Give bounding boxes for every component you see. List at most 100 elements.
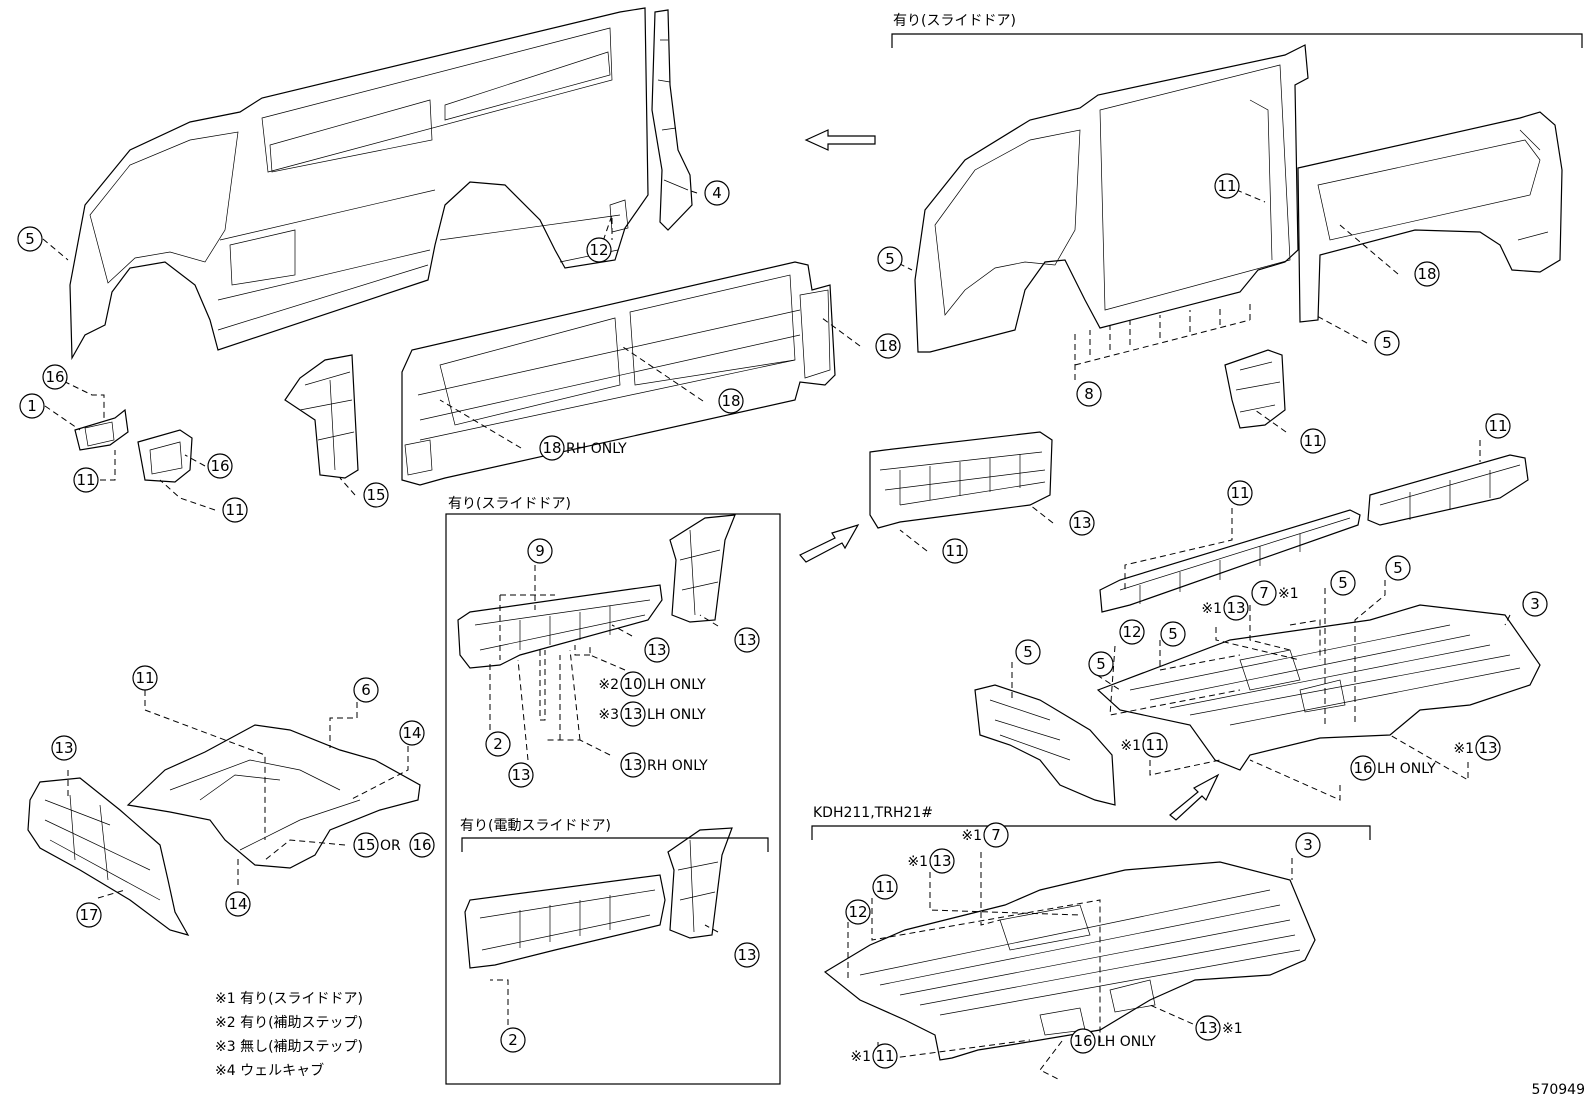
callout-11[interactable]: 11 bbox=[1227, 480, 1253, 506]
callout-circle bbox=[527, 538, 553, 564]
bracket-1[interactable] bbox=[74, 408, 129, 451]
callout-circle bbox=[1214, 173, 1240, 199]
footnote-1: ※1 有り(スライドドア) bbox=[215, 991, 363, 1007]
callout-13[interactable]: 13※1 bbox=[1453, 735, 1501, 761]
callout-5[interactable]: 5 bbox=[1374, 330, 1400, 356]
floor-pan-kdh[interactable] bbox=[823, 861, 1316, 1061]
pillar-13-box[interactable] bbox=[669, 514, 736, 623]
callout-16[interactable]: 16 bbox=[409, 832, 435, 858]
callout-12[interactable]: 12 bbox=[1119, 619, 1145, 645]
sill-13[interactable] bbox=[869, 431, 1053, 529]
callout-11[interactable]: 11 bbox=[942, 538, 968, 564]
panel-5-floor[interactable] bbox=[974, 684, 1116, 806]
part-shapes bbox=[27, 7, 1563, 1061]
callout-13[interactable]: 13※1 bbox=[1195, 1015, 1243, 1041]
callout-11[interactable]: 11 bbox=[132, 665, 158, 691]
callout-5[interactable]: 5 bbox=[1088, 651, 1114, 677]
callout-5[interactable]: 5 bbox=[877, 246, 903, 272]
callout-circle bbox=[1119, 619, 1145, 645]
callout-1[interactable]: 1 bbox=[19, 393, 45, 419]
callout-9[interactable]: 9 bbox=[527, 538, 553, 564]
floor-pan-slide[interactable] bbox=[1096, 604, 1541, 771]
callout-11[interactable]: 11※1 bbox=[850, 1043, 898, 1069]
middle-box-header: 有り(スライドドア) bbox=[448, 496, 571, 512]
callout-7[interactable]: 7※1 bbox=[961, 822, 1009, 848]
callout-3[interactable]: 3 bbox=[1522, 591, 1548, 617]
callout-13[interactable]: 13 bbox=[1069, 510, 1095, 536]
inner-panel-18[interactable] bbox=[401, 261, 836, 486]
callout-11[interactable]: 11 bbox=[1214, 173, 1240, 199]
callout-11[interactable]: 11※1 bbox=[1120, 732, 1168, 758]
callout-11[interactable]: 11 bbox=[1300, 428, 1326, 454]
callout-17[interactable]: 17 bbox=[76, 902, 102, 928]
callout-13[interactable]: 13 bbox=[734, 942, 760, 968]
side-panel-slide[interactable] bbox=[914, 44, 1309, 353]
pillar-11-right[interactable] bbox=[1224, 349, 1286, 429]
callout-15[interactable]: 15 bbox=[363, 482, 389, 508]
callout-5[interactable]: 5 bbox=[1015, 639, 1041, 665]
callout-6[interactable]: 6 bbox=[353, 677, 379, 703]
callout-13[interactable]: 13 bbox=[508, 762, 534, 788]
callout-4[interactable]: 4 bbox=[704, 180, 730, 206]
callout-number: 16 bbox=[1353, 759, 1372, 777]
callout-2[interactable]: 2 bbox=[500, 1027, 526, 1053]
pillar-13-power[interactable] bbox=[667, 827, 733, 939]
callout-8[interactable]: 8 bbox=[1076, 381, 1102, 407]
callout-12[interactable]: 12 bbox=[845, 899, 871, 925]
step-9[interactable] bbox=[457, 584, 663, 669]
callout-5[interactable]: 5 bbox=[1385, 555, 1411, 581]
callout-circle bbox=[872, 1043, 898, 1069]
callout-5[interactable]: 5 bbox=[17, 226, 43, 252]
callout-18[interactable]: 18 bbox=[718, 388, 744, 414]
callout-12[interactable]: 12 bbox=[586, 237, 612, 263]
callout-18[interactable]: 18 bbox=[875, 333, 901, 359]
callout-13[interactable]: 13※1 bbox=[907, 848, 955, 874]
rail-11-b[interactable] bbox=[1367, 454, 1529, 526]
direction-arrows bbox=[799, 129, 1220, 821]
callout-5[interactable]: 5 bbox=[1330, 570, 1356, 596]
callout-11[interactable]: 11 bbox=[222, 497, 248, 523]
pillar-4[interactable] bbox=[651, 9, 693, 231]
callout-prefix: ※1 bbox=[1453, 741, 1474, 757]
callout-14[interactable]: 14 bbox=[225, 891, 251, 917]
callout-18[interactable]: 18 bbox=[1414, 261, 1440, 287]
callout-14[interactable]: 14 bbox=[399, 720, 425, 746]
bracket-16-left[interactable] bbox=[137, 429, 193, 483]
side-panel-left[interactable] bbox=[69, 7, 649, 361]
callout-2[interactable]: 2 bbox=[485, 731, 511, 757]
callout-16[interactable]: 16 bbox=[207, 453, 233, 479]
callout-16[interactable]: 16 bbox=[42, 364, 68, 390]
callout-11[interactable]: 11 bbox=[872, 874, 898, 900]
footnote-4: ※4 ウェルキャブ bbox=[215, 1062, 324, 1079]
callout-number: 13 bbox=[511, 766, 530, 784]
callout-number: 14 bbox=[402, 724, 421, 742]
callout-3[interactable]: 3 bbox=[1295, 832, 1321, 858]
callout-number: 2 bbox=[493, 735, 503, 753]
pillar-15[interactable] bbox=[284, 354, 359, 479]
rear-quarter-right[interactable] bbox=[1297, 111, 1563, 323]
callout-13[interactable]: 13 bbox=[734, 627, 760, 653]
callout-11[interactable]: 11 bbox=[1485, 413, 1511, 439]
callout-11[interactable]: 11 bbox=[73, 467, 99, 493]
callout-13[interactable]: 13 bbox=[644, 637, 670, 663]
callout-circle bbox=[1227, 480, 1253, 506]
callout-7[interactable]: 7※1 bbox=[1251, 580, 1299, 606]
callout-prefix: ※3 bbox=[598, 707, 619, 723]
callout-13[interactable]: 13 bbox=[51, 735, 77, 761]
callout-13[interactable]: 13※1 bbox=[1201, 595, 1249, 621]
rail-11-a[interactable] bbox=[1099, 509, 1361, 613]
callout-5[interactable]: 5 bbox=[1160, 621, 1186, 647]
callout-number: 5 bbox=[1023, 643, 1033, 661]
dash-panel-13[interactable] bbox=[27, 777, 190, 936]
callout-number: 12 bbox=[1122, 623, 1141, 641]
callout-number: 14 bbox=[228, 895, 247, 913]
section-frames bbox=[445, 33, 1583, 1085]
step-power[interactable] bbox=[464, 874, 666, 969]
